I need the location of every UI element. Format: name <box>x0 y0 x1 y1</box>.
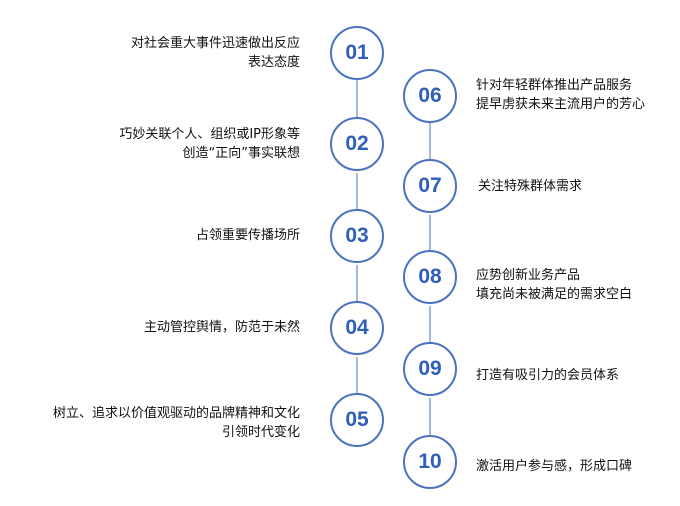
step-label-line: 巧妙关联个人、组织或IP形象等 <box>119 127 300 142</box>
step-number: 09 <box>418 357 442 380</box>
step-node-04: 04 <box>330 301 384 355</box>
step-label-02: 巧妙关联个人、组织或IP形象等 创造“正向”事实联想 <box>119 125 300 163</box>
step-label-10: 激活用户参与感，形成口碑 <box>476 457 632 476</box>
step-number: 02 <box>345 132 369 155</box>
step-node-09: 09 <box>403 342 457 396</box>
step-label-01: 对社会重大事件迅速做出反应 表达态度 <box>131 34 300 72</box>
step-node-03: 03 <box>330 209 384 263</box>
step-number: 03 <box>345 224 369 247</box>
step-label-line: 对社会重大事件迅速做出反应 <box>130 36 300 51</box>
step-number: 05 <box>345 408 369 431</box>
step-label-line: 激活用户参与感，形成口碑 <box>476 459 633 474</box>
step-number: 04 <box>345 316 369 339</box>
step-label-06: 针对年轻群体推出产品服务 提早虏获未来主流用户的芳心 <box>476 76 645 114</box>
step-label-line: 引领时代变化 <box>221 425 300 440</box>
step-label-08: 应势创新业务产品 填充尚未被满足的需求空白 <box>476 266 632 304</box>
step-label-05: 树立、追求以价值观驱动的品牌精神和文化 引领时代变化 <box>53 404 300 442</box>
step-label-line: 打造有吸引力的会员体系 <box>476 368 620 383</box>
step-label-line: 填充尚未被满足的需求空白 <box>476 287 633 302</box>
step-label-line: 表达态度 <box>247 55 300 70</box>
step-number: 07 <box>418 174 442 197</box>
step-label-line: 树立、追求以价值观驱动的品牌精神和文化 <box>52 406 300 421</box>
step-node-08: 08 <box>403 250 457 304</box>
step-label-line: 提早虏获未来主流用户的芳心 <box>476 97 646 112</box>
step-label-line: 创造“正向”事实联想 <box>182 146 300 161</box>
step-label-line: 关注特殊群体需求 <box>478 179 583 194</box>
step-number: 01 <box>345 41 369 64</box>
step-label-line: 针对年轻群体推出产品服务 <box>476 78 633 93</box>
step-label-09: 打造有吸引力的会员体系 <box>476 366 619 385</box>
step-label-07: 关注特殊群体需求 <box>478 177 582 196</box>
step-label-line: 占领重要传播场所 <box>195 228 300 243</box>
step-node-02: 02 <box>330 117 384 171</box>
step-number: 06 <box>418 84 442 107</box>
step-node-05: 05 <box>330 393 384 447</box>
step-node-06: 06 <box>403 69 457 123</box>
step-label-line: 主动管控舆情，防范于未然 <box>143 320 300 335</box>
step-node-10: 10 <box>403 435 457 489</box>
step-number: 10 <box>418 450 442 473</box>
step-number: 08 <box>418 265 442 288</box>
step-node-07: 07 <box>403 159 457 213</box>
step-label-line: 应势创新业务产品 <box>476 268 581 283</box>
step-label-04: 主动管控舆情，防范于未然 <box>144 318 300 337</box>
step-node-01: 01 <box>330 26 384 80</box>
step-label-03: 占领重要传播场所 <box>196 226 300 245</box>
